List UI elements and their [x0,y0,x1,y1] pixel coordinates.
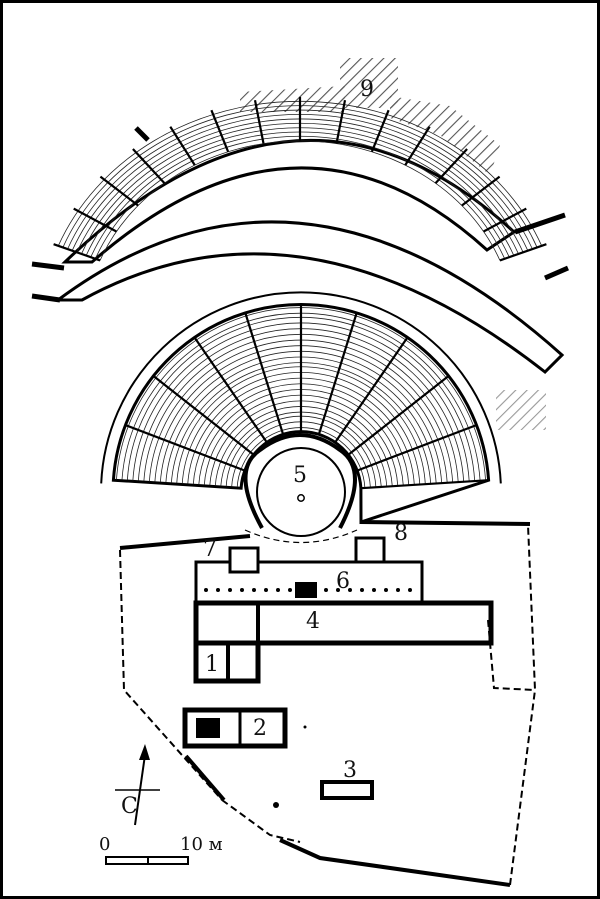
label-4: 4 [306,609,320,634]
skene-building [193,600,494,646]
label-1: 1 [205,652,219,677]
orchestra [243,433,358,543]
building-1 [193,640,261,684]
lower-tier [111,302,491,525]
temple-2 [182,707,288,749]
label-9: 9 [360,77,374,102]
scale-zero: 0 [99,834,110,855]
label-2: 2 [253,716,267,741]
scale-bar: 0 10 м [99,834,223,865]
label-7: 7 [203,537,217,562]
dot-marker-small [303,725,307,729]
north-arrow: С [115,744,160,826]
diazoma-walkway [100,291,502,484]
label-6: 6 [336,569,350,594]
upper-tier [53,96,547,264]
proskenion-building [194,536,424,608]
dot-marker [273,802,279,808]
label-5: 5 [293,463,307,488]
altar-3 [320,780,374,800]
precinct-boundary [119,524,537,887]
entry-stubs [31,126,569,303]
label-8: 8 [394,521,408,546]
proedria-edges [119,520,531,550]
hatched-remains [240,58,546,430]
scale-end: 10 м [180,834,223,855]
middle-tier [53,220,565,375]
orchestra-altar [297,494,305,502]
north-letter: С [121,794,138,819]
label-3: 3 [343,758,357,783]
